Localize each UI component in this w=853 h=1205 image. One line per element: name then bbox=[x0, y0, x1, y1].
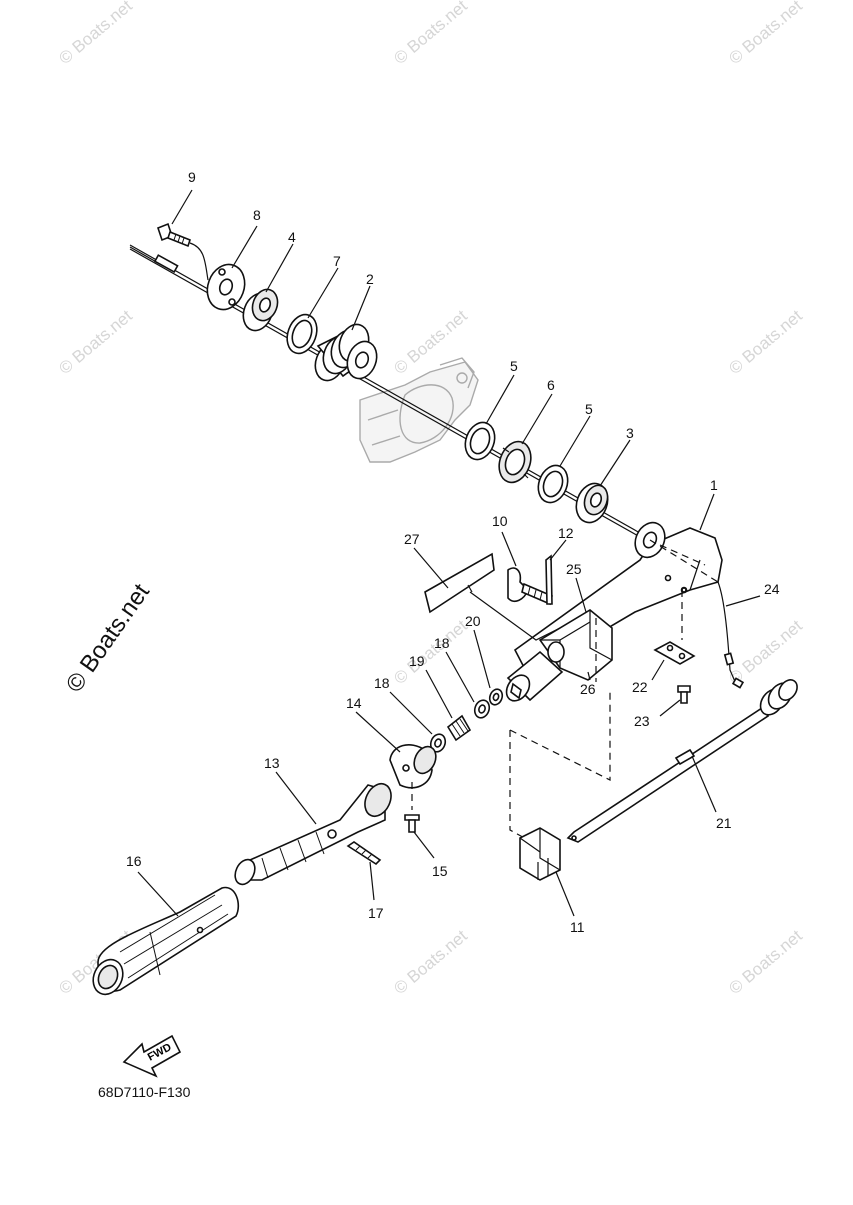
watermark-text: © Boats.net bbox=[390, 616, 471, 688]
callout-7: 7 bbox=[333, 253, 341, 269]
watermark-text: © Boats.net bbox=[725, 926, 806, 998]
collar-6 bbox=[498, 440, 532, 484]
watermark-text: © Boats.net bbox=[55, 0, 136, 68]
callout-5-lower: 5 bbox=[585, 401, 593, 417]
callout-6: 6 bbox=[547, 377, 555, 393]
callout-18-lower: 18 bbox=[374, 675, 390, 691]
callout-1: 1 bbox=[710, 477, 718, 493]
callout-20: 20 bbox=[465, 613, 481, 629]
watermark-text: © Boats.net bbox=[725, 616, 806, 688]
wire-24 bbox=[717, 581, 745, 689]
steering-handle-1 bbox=[505, 521, 723, 702]
diagram-code: 68D7110-F130 bbox=[98, 1084, 191, 1100]
callout-10: 10 bbox=[492, 513, 508, 529]
callout-27: 27 bbox=[404, 531, 420, 547]
grommet-3 bbox=[575, 482, 609, 524]
screw-23 bbox=[677, 685, 691, 704]
callout-5-upper: 5 bbox=[510, 358, 518, 374]
callout-4: 4 bbox=[288, 229, 296, 245]
screw-17 bbox=[346, 841, 382, 866]
callout-23: 23 bbox=[634, 713, 650, 729]
callout-19: 19 bbox=[409, 653, 425, 669]
nut-20 bbox=[488, 688, 504, 706]
callout-16: 16 bbox=[126, 853, 142, 869]
oring-5a bbox=[464, 421, 496, 461]
watermark-text: © Boats.net bbox=[55, 306, 136, 378]
callout-11: 11 bbox=[570, 919, 585, 935]
collar-block-25-26 bbox=[538, 609, 613, 682]
callout-13: 13 bbox=[264, 755, 280, 771]
callout-8: 8 bbox=[253, 207, 261, 223]
plate-8 bbox=[206, 263, 246, 311]
throttle-tube-13 bbox=[234, 782, 392, 886]
callout-2: 2 bbox=[366, 271, 374, 287]
callout-15: 15 bbox=[432, 863, 448, 879]
callout-14: 14 bbox=[346, 695, 362, 711]
watermark-layer: © Boats.net © Boats.net © Boats.net © Boats… bbox=[55, 0, 806, 998]
watermark-text: © Boats.net bbox=[390, 0, 471, 68]
callout-21: 21 bbox=[716, 815, 732, 831]
washer-18a bbox=[473, 699, 491, 719]
grommet-4 bbox=[242, 288, 279, 332]
watermark-text: © Boats.net bbox=[390, 926, 471, 998]
decal-27 bbox=[424, 552, 495, 614]
callout-18-upper: 18 bbox=[434, 635, 450, 651]
callout-26: 26 bbox=[580, 681, 596, 697]
shaft-21 bbox=[566, 679, 798, 843]
callout-24: 24 bbox=[764, 581, 780, 597]
wing-bolt-10 bbox=[507, 567, 553, 606]
callout-22: 22 bbox=[632, 679, 648, 695]
grip-16 bbox=[92, 886, 240, 996]
leader-lines bbox=[137, 189, 761, 917]
screw-15 bbox=[404, 782, 420, 833]
callout-12: 12 bbox=[558, 525, 574, 541]
side-watermark: © Boats.net bbox=[61, 579, 155, 698]
callout-3: 3 bbox=[626, 425, 634, 441]
watermark-text: © Boats.net bbox=[725, 0, 806, 68]
callout-9: 9 bbox=[188, 169, 196, 185]
callout-25: 25 bbox=[566, 561, 582, 577]
decal-27-leader bbox=[469, 591, 561, 641]
collar-14 bbox=[389, 744, 437, 789]
callout-17: 17 bbox=[368, 905, 384, 921]
fwd-arrow: FWD bbox=[122, 1034, 182, 1078]
bushing-2 bbox=[314, 323, 378, 382]
spring-19 bbox=[446, 714, 472, 742]
callout-labels: 9 8 4 7 2 5 6 5 3 1 10 12 27 25 24 20 18… bbox=[126, 169, 780, 935]
pin-12 bbox=[545, 554, 553, 605]
bolt-9 bbox=[157, 222, 209, 281]
watermark-text: © Boats.net bbox=[725, 306, 806, 378]
bracket-11 bbox=[509, 690, 611, 881]
bracket-ghost bbox=[359, 357, 479, 463]
oring-5b bbox=[537, 464, 569, 504]
plate-22 bbox=[653, 587, 696, 665]
oring-7 bbox=[286, 313, 318, 355]
